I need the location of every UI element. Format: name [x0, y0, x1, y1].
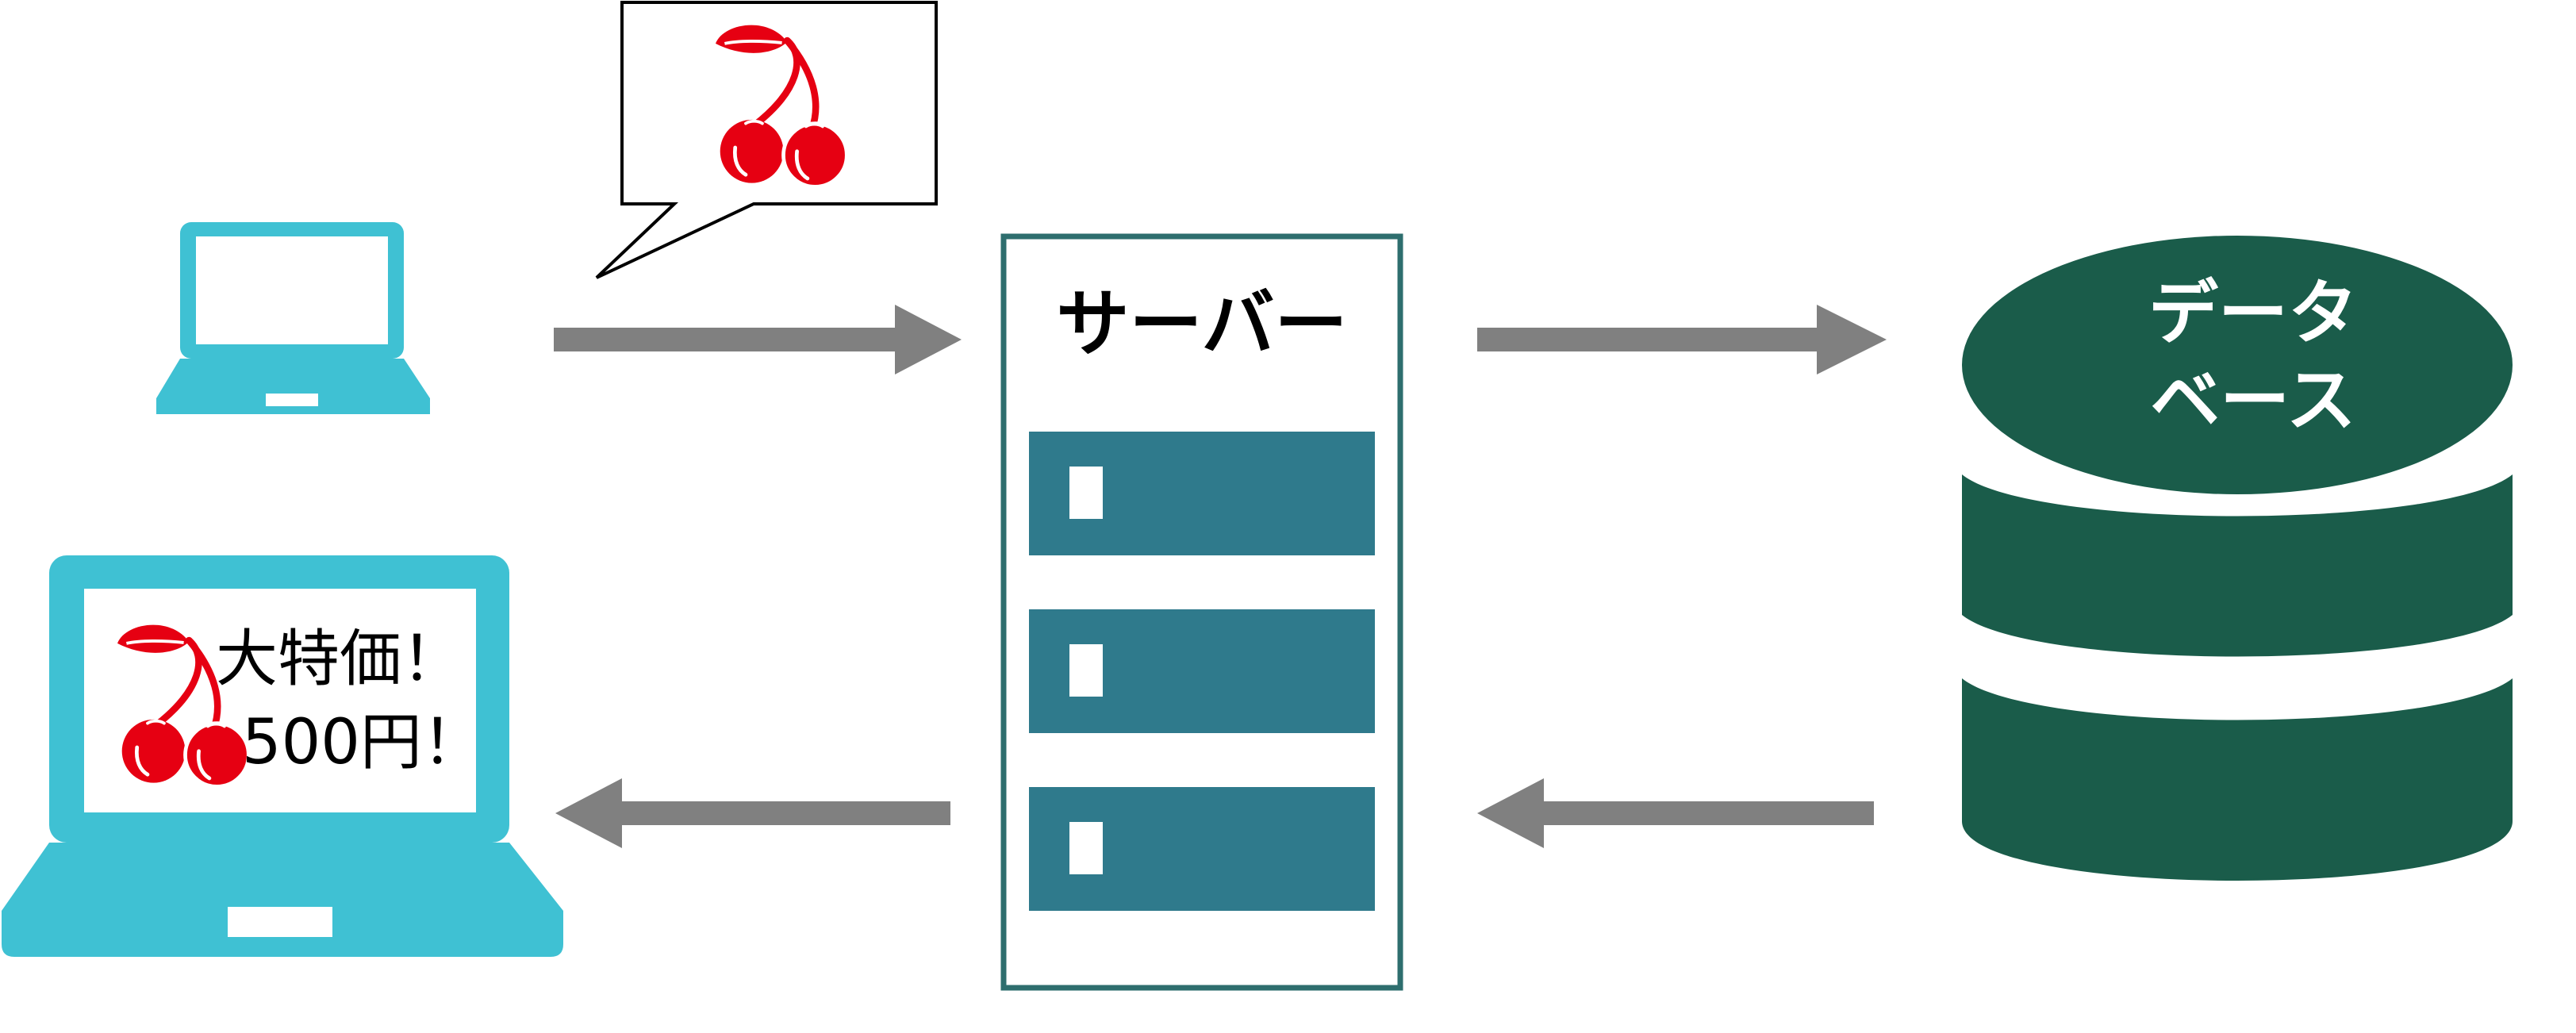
server-slot	[1029, 432, 1375, 555]
database-icon: データ ベース	[1962, 236, 2513, 881]
sale-headline: 大特価！	[216, 624, 463, 695]
database-label-line1: データ	[2148, 272, 2358, 354]
request-arrow-to-server	[554, 305, 962, 374]
server-slot	[1029, 787, 1375, 911]
sale-price: 500円！	[242, 707, 484, 778]
result-arrow-to-server	[1477, 778, 1874, 848]
server-icon: サーバー	[1000, 233, 1403, 991]
speech-bubble-icon	[595, 1, 938, 279]
laptop-icon	[156, 222, 430, 414]
server-title: サーバー	[1056, 282, 1347, 367]
query-arrow-to-database	[1477, 305, 1887, 374]
database-label-line2: ベース	[2150, 359, 2356, 441]
laptop-icon: 大特価！ 500円！	[2, 555, 563, 957]
response-arrow-to-client	[555, 778, 950, 848]
server-slot	[1029, 609, 1375, 733]
